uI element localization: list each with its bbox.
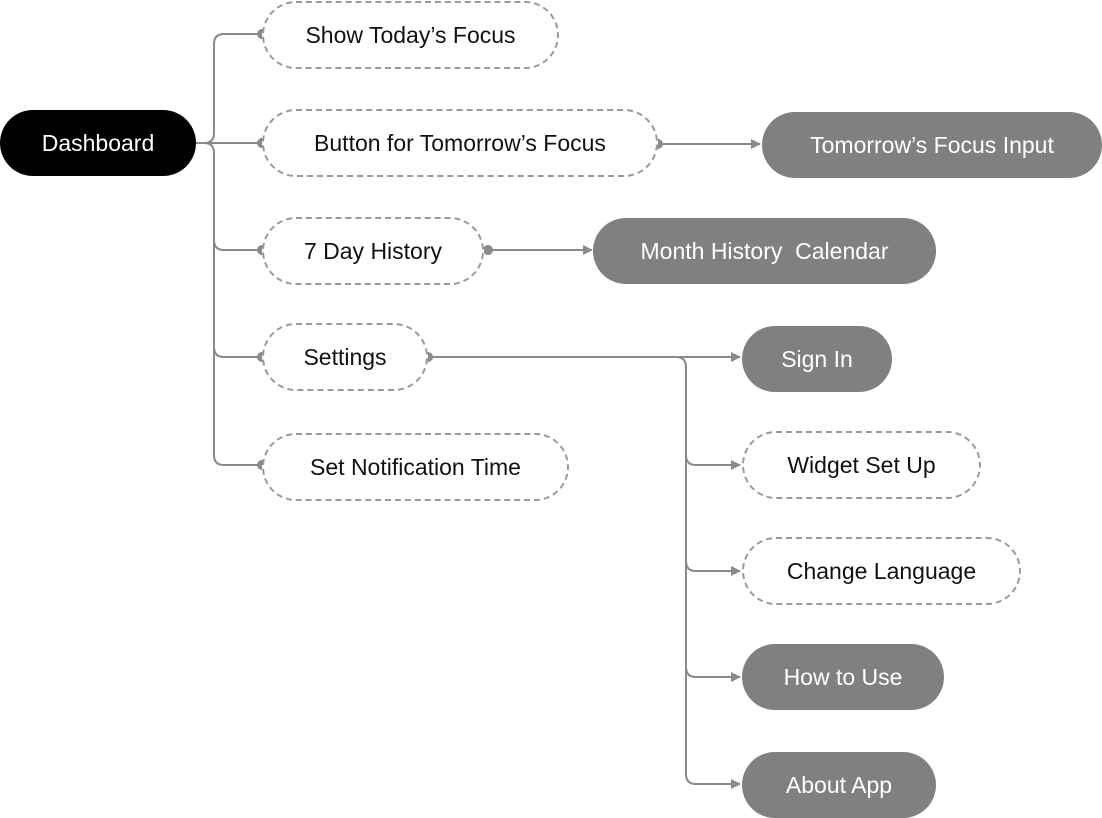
node-button-tomorrow-focus[interactable]: Button for Tomorrow’s Focus — [262, 109, 658, 177]
node-settings[interactable]: Settings — [262, 323, 428, 391]
node-sign-in[interactable]: Sign In — [742, 326, 892, 392]
node-about-app[interactable]: About App — [742, 752, 936, 818]
connector-dashboard-trunk — [196, 33, 262, 144]
connector-settings-trunk — [675, 356, 741, 470]
connector-dashboard-settings — [213, 240, 262, 358]
connector-settings-howto — [685, 561, 741, 682]
node-seven-day-history[interactable]: 7 Day History — [262, 217, 484, 285]
connector-settings-about — [685, 667, 741, 789]
node-how-to-use[interactable]: How to Use — [742, 644, 944, 710]
connector-dot — [483, 245, 493, 255]
node-tomorrow-focus-input[interactable]: Tomorrow’s Focus Input — [762, 112, 1102, 178]
node-show-today-focus[interactable]: Show Today’s Focus — [262, 1, 559, 69]
connector-settings-language — [685, 455, 741, 576]
node-month-history-calendar[interactable]: Month History Calendar — [593, 218, 936, 284]
node-dashboard[interactable]: Dashboard — [0, 110, 196, 176]
connector-dashboard-notification — [213, 347, 262, 466]
connector-dashboard-history — [203, 142, 262, 251]
node-widget-set-up[interactable]: Widget Set Up — [742, 431, 981, 499]
node-change-language[interactable]: Change Language — [742, 537, 1021, 605]
node-set-notification-time[interactable]: Set Notification Time — [262, 433, 569, 501]
